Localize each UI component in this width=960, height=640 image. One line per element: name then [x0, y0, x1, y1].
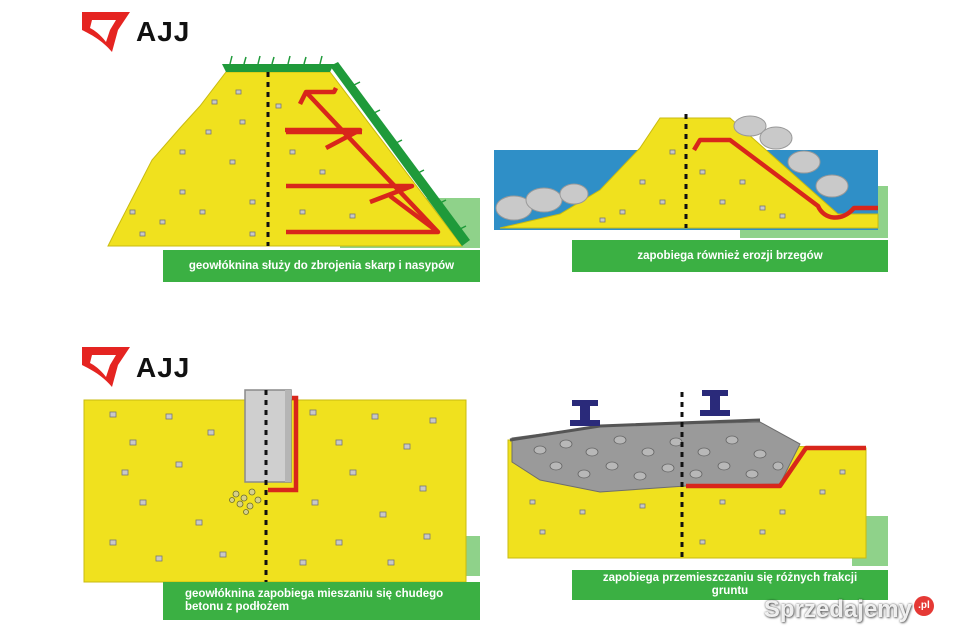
embankment-grass-top [222, 64, 334, 72]
embankment-pebbles [129, 89, 356, 237]
geotextile-slope [304, 90, 440, 234]
rail-left [570, 400, 600, 426]
brand-wordmark-bottom: AJJ [136, 352, 191, 383]
ajj-logo-bottom [82, 347, 130, 387]
ballast-stones [533, 435, 784, 481]
brand-wordmark-top: AJJ [136, 16, 191, 47]
ajj-logo-top [82, 12, 130, 52]
foundation-pebbles [109, 409, 437, 566]
watermark: Sprzedajemy.pl [764, 596, 934, 624]
foundation-caption: geowłóknina zapobiega mieszaniu się chud… [163, 582, 480, 620]
rail-caption: zapobiega przemieszczaniu się różnych fr… [572, 570, 888, 600]
rail-right [700, 390, 730, 416]
embankment-grass-slope [330, 62, 470, 246]
watermark-text: Sprzedajemy [763, 596, 912, 623]
rail-geotextile [686, 445, 866, 489]
shore-pebbles [599, 149, 786, 223]
rail-soil-pebbles [529, 469, 846, 545]
shore-caption: zapobiega również erozji brzegów [572, 240, 888, 272]
watermark-badge: .pl [914, 596, 934, 616]
foundation-column-shade [285, 390, 291, 482]
embankment-caption: geowłóknina służy do zbrojenia skarp i n… [163, 250, 480, 282]
shore-boulders [495, 115, 849, 221]
shore-soil [499, 117, 879, 229]
geotextile-layer-4 [286, 183, 415, 205]
geotextile-layer-1 [297, 86, 339, 106]
foundation-geotextile [268, 395, 299, 493]
concrete-mix [229, 488, 262, 515]
shore-geotextile [692, 137, 878, 220]
